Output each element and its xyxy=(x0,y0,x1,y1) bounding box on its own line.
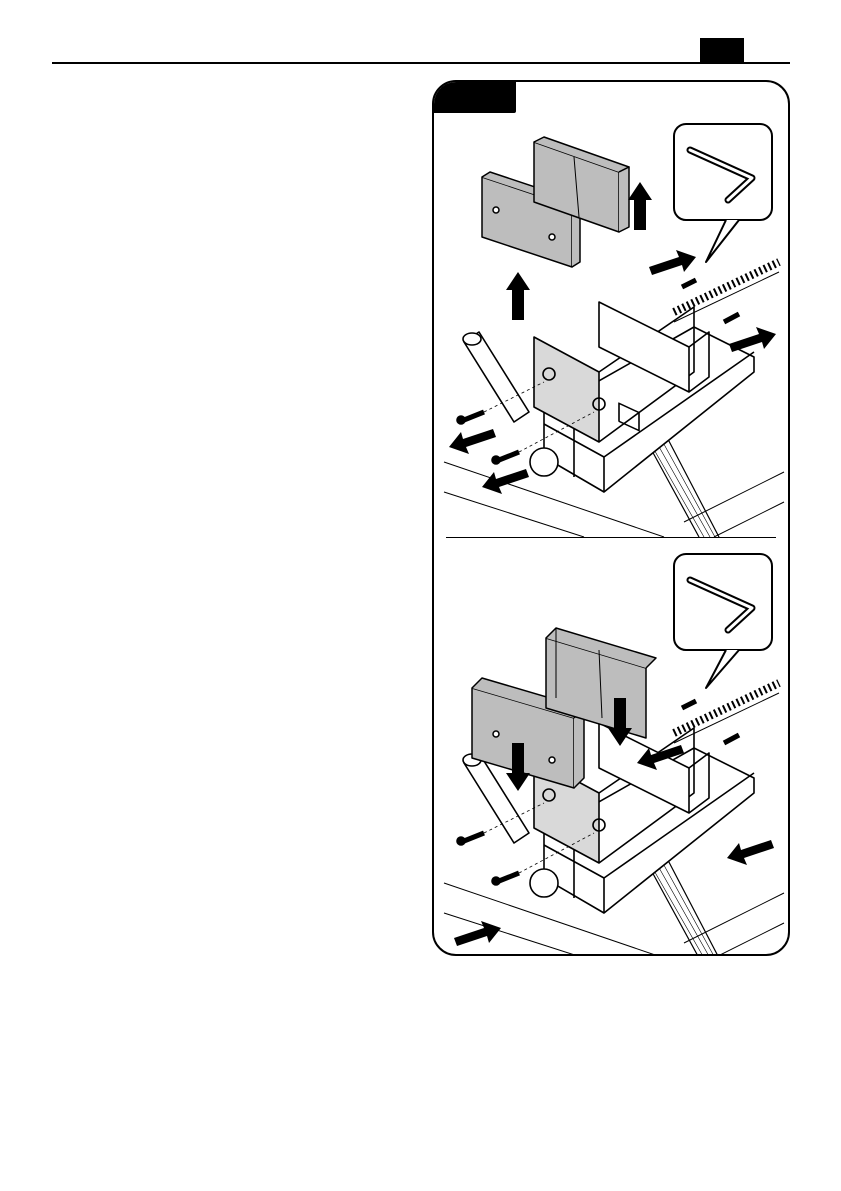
hex-key-callout xyxy=(674,554,772,650)
header-page-tab xyxy=(700,38,744,62)
hex-key-callout xyxy=(674,124,772,220)
figure-panel xyxy=(432,80,790,956)
illustration-remove-jaws xyxy=(434,82,790,537)
illustration-install-jaws xyxy=(434,538,790,956)
header-rule xyxy=(52,62,790,64)
